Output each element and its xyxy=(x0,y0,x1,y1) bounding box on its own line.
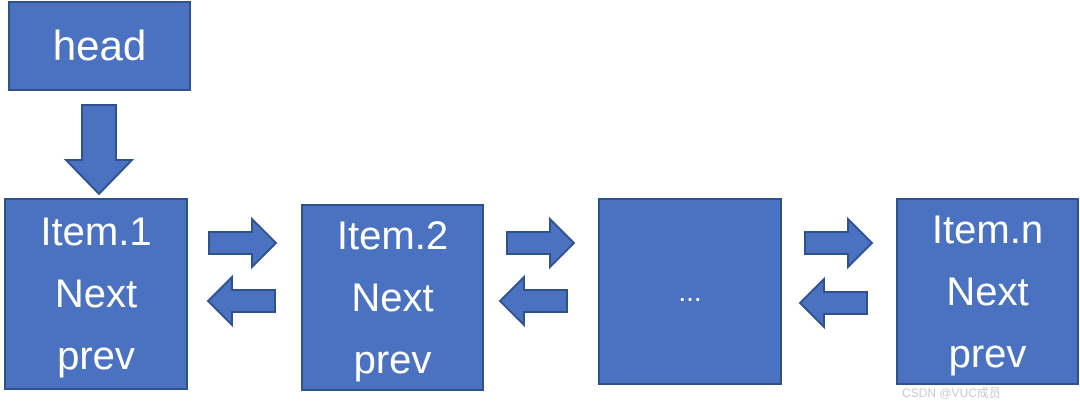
node-next-label: Next xyxy=(946,269,1029,314)
next-arrow-right-icon xyxy=(804,216,874,270)
list-node-ellipsis: ... xyxy=(598,198,782,385)
prev-arrow-left-icon xyxy=(498,274,568,328)
list-node-item-2: Item.2 Next prev xyxy=(301,204,484,391)
node-next-label: Next xyxy=(351,275,434,320)
watermark-text: CSDN @VUC成员 xyxy=(902,386,1001,400)
node-prev-label: prev xyxy=(57,334,135,378)
head-pointer-box: head xyxy=(8,1,191,91)
node-ellipsis-label: ... xyxy=(678,275,702,307)
node-prev-label: prev xyxy=(353,337,432,382)
down-arrow-icon xyxy=(63,104,135,196)
head-label: head xyxy=(52,22,147,69)
prev-arrow-left-icon xyxy=(798,276,868,330)
prev-arrow-left-icon xyxy=(206,274,276,328)
node-item-label: Item.n xyxy=(931,207,1044,252)
next-arrow-right-icon xyxy=(208,216,278,270)
node-item-label: Item.2 xyxy=(336,213,449,258)
list-node-item-1: Item.1 Next prev xyxy=(4,198,188,390)
node-prev-label: prev xyxy=(948,331,1027,376)
next-arrow-right-icon xyxy=(506,216,576,270)
list-node-item-n: Item.n Next prev xyxy=(896,198,1079,385)
node-next-label: Next xyxy=(54,272,138,316)
node-item-label: Item.1 xyxy=(40,210,152,254)
